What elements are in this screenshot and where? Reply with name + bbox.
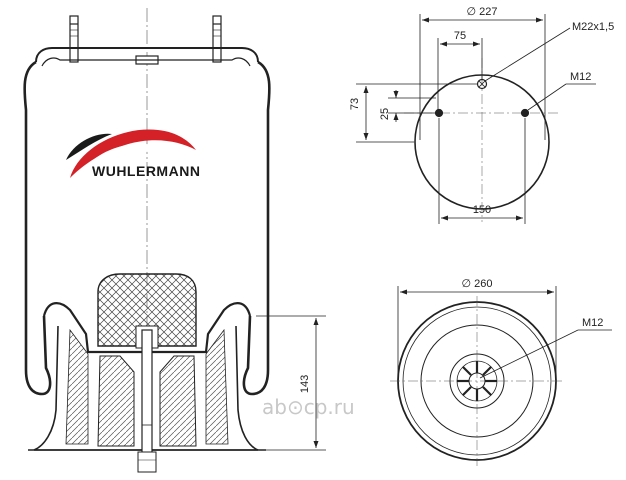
dim-piston-height [256, 315, 326, 451]
label-thread-bottom: M12 [582, 317, 603, 329]
bump-stop [97, 273, 197, 347]
top-view [404, 58, 560, 222]
label-thread-top: M22x1,5 [572, 21, 614, 33]
brand-logo: WUHLERMANN [66, 129, 200, 179]
watermark: ab⊙cp.ru [262, 395, 355, 419]
label-thread-side: M12 [570, 71, 591, 83]
brand-name: WUHLERMANN [92, 163, 200, 179]
label-top-75: 75 [454, 30, 466, 42]
side-view [23, 8, 271, 473]
top-view-dimensions [356, 14, 596, 224]
label-top-25: 25 [379, 108, 391, 120]
label-top-73: 73 [349, 98, 361, 110]
label-top-diameter: ∅ 227 [467, 6, 498, 18]
label-top-150: 150 [473, 204, 491, 216]
top-bolt-left [69, 15, 79, 63]
label-piston-height: 143 [299, 375, 311, 393]
top-bolt-right [212, 15, 222, 63]
bottom-view-dimensions [397, 286, 612, 379]
label-bottom-diameter: ∅ 260 [462, 278, 493, 290]
piston-spokes [457, 361, 497, 401]
bottom-view [390, 296, 564, 466]
center-bolt [141, 329, 153, 471]
